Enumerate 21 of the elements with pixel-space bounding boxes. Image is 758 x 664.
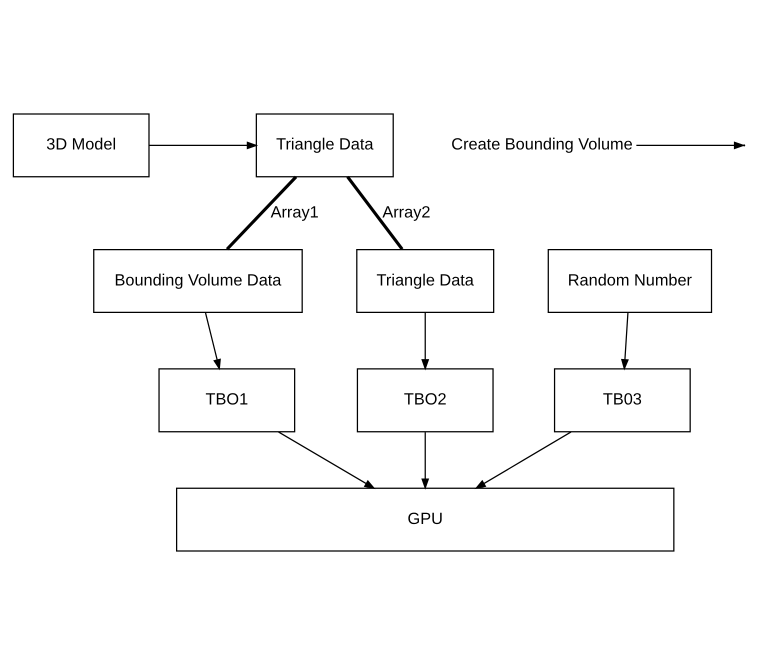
arrow <box>620 312 629 370</box>
node-box: Bounding Volume Data <box>93 248 303 313</box>
arrow <box>421 312 430 370</box>
node-box: TBO1 <box>158 368 296 432</box>
arrow <box>149 140 258 149</box>
edge-label: Array1 <box>270 202 319 221</box>
node-box: 3D Model <box>12 112 150 177</box>
node-box: Triangle Data <box>356 248 494 313</box>
connector <box>226 175 298 250</box>
node-box: TBO2 <box>356 368 494 432</box>
node-box: GPU <box>176 487 674 552</box>
connector <box>346 175 404 250</box>
arrow <box>278 430 376 489</box>
node-box: Random Number <box>548 248 712 313</box>
node-box: TB03 <box>554 368 691 432</box>
node-text: Create Bounding Volume <box>451 135 633 154</box>
edge-label: Array2 <box>382 202 430 221</box>
arrow <box>421 432 430 490</box>
arrow <box>204 312 221 370</box>
arrow <box>474 430 572 489</box>
node-box: Triangle Data <box>256 112 394 177</box>
